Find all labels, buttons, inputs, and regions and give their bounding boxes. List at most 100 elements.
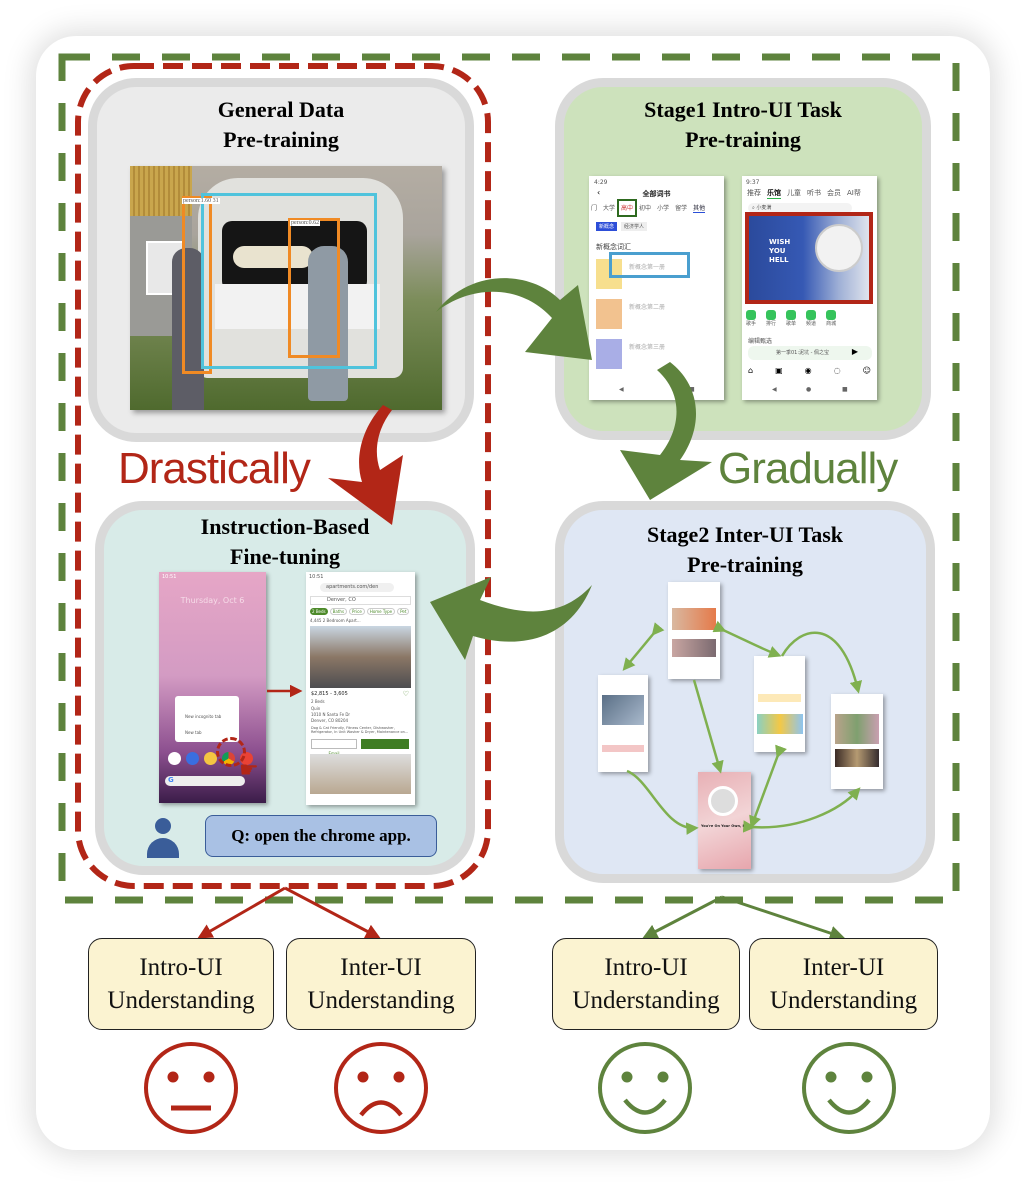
icon-item[interactable]: 商城: [826, 310, 836, 327]
label-drastically: Drastically: [118, 444, 311, 493]
edge: [622, 622, 665, 671]
favorite-heart-icon[interactable]: ♡: [402, 690, 409, 698]
tab[interactable]: 小学: [657, 205, 670, 212]
screen-node-top: [668, 582, 720, 679]
outcome-line-2: Understanding: [769, 987, 918, 1014]
icon-item[interactable]: 频道: [806, 310, 816, 327]
bbox-label-1: person:1.60 31: [182, 198, 220, 204]
book-cover-3: [596, 339, 622, 369]
listing-photo-2: [310, 754, 411, 794]
outcome-line-2: Understanding: [107, 987, 255, 1014]
filter-chip[interactable]: Home Type: [366, 608, 396, 615]
url-bar[interactable]: apartments.com/den: [320, 583, 394, 592]
title-line-2: Fine-tuning: [229, 544, 341, 569]
radio-icon[interactable]: ◉: [804, 366, 812, 375]
email-button[interactable]: Email: [311, 739, 357, 756]
filter-chips: 2 Beds Baths Price Home Type Pet: [310, 608, 410, 615]
tab[interactable]: AI帮: [847, 189, 861, 197]
google-search-bar[interactable]: G: [165, 776, 245, 786]
track-title: You're On Your Own, K: [701, 824, 746, 828]
status-time: 10:51: [162, 574, 177, 580]
banner-text: WISH YOU HELL: [769, 238, 791, 264]
messages-icon[interactable]: [186, 752, 199, 765]
edge: [692, 679, 724, 774]
music-tabs: 推荐 乐馆 儿童 听书 会员 AI帮: [747, 188, 861, 199]
panel-title: Stage2 Inter-UI Task Pre-training: [564, 520, 926, 580]
tab[interactable]: 儿童: [787, 189, 801, 197]
nav-back-icon[interactable]: ◀: [772, 386, 777, 393]
chip[interactable]: 经济学人: [621, 222, 648, 231]
phone-home-screen: 10:51 Thursday, Oct 6 New incognito tab …: [159, 572, 266, 803]
book-title[interactable]: 新概念第一册: [629, 264, 666, 271]
home-icon[interactable]: ⌂: [748, 366, 754, 375]
chat-icon[interactable]: ◌: [833, 366, 841, 375]
results-count: 4,445 2 Bedroom Apart...: [310, 618, 361, 623]
happy-face-icon: [802, 1042, 896, 1134]
chip-active[interactable]: 新概念: [596, 222, 618, 231]
filter-chip-active[interactable]: 2 Beds: [310, 608, 328, 615]
outcome-line-2: Understanding: [572, 987, 720, 1014]
category-tabs: 门 大学 高中 初中 小学 留学 其他: [591, 199, 706, 217]
play-icon[interactable]: ▶: [851, 347, 858, 356]
search-bar[interactable]: ⌕ 小麦满: [748, 203, 852, 213]
photos-icon[interactable]: [204, 752, 217, 765]
menu-item-incognito[interactable]: New incognito tab: [185, 714, 222, 719]
nav-home-icon[interactable]: ●: [806, 386, 812, 393]
tab[interactable]: 留学: [675, 205, 688, 212]
title-line-1: Instruction-Based: [200, 514, 370, 539]
highlight-box-blue: [609, 252, 690, 278]
tab[interactable]: 大学: [603, 205, 616, 212]
title-line-1: Stage2 Inter-UI Task: [647, 522, 843, 547]
tap-target-circle: [216, 737, 246, 767]
panel-title: General Data Pre-training: [97, 95, 465, 155]
arrow-to-inter-gradual: [721, 895, 845, 941]
tab-highlighted[interactable]: 高中: [617, 199, 638, 217]
phone-browser: 10:51 apartments.com/den Denver, CO 2 Be…: [306, 572, 415, 805]
outcome-drastic-intro-ui: Intro-UI Understanding: [88, 938, 274, 1030]
menu-item-new-tab[interactable]: New tab: [185, 730, 202, 735]
back-icon[interactable]: ‹: [597, 188, 601, 197]
tab[interactable]: 门: [591, 205, 598, 212]
tab-active[interactable]: 乐馆: [767, 189, 781, 199]
maps-icon[interactable]: [168, 752, 181, 765]
filter-chip[interactable]: Price: [349, 608, 365, 615]
filter-chip[interactable]: Baths: [329, 608, 348, 615]
book-title[interactable]: 新概念第二册: [629, 304, 666, 311]
edge: [626, 769, 699, 835]
lock-date: Thursday, Oct 6: [180, 596, 245, 605]
screen-header: 全部词书: [642, 190, 671, 198]
icon-item[interactable]: 排行: [766, 310, 776, 327]
profile-icon[interactable]: ☺: [862, 366, 871, 375]
tab[interactable]: 听书: [807, 189, 821, 197]
video-icon[interactable]: ▣: [775, 366, 783, 375]
panel-title: Instruction-Based Fine-tuning: [104, 512, 466, 572]
now-playing-bar[interactable]: 第一季01:泥坑 - 佩之宝 ▶: [748, 346, 872, 360]
banner-highlighted[interactable]: WISH YOU HELL: [745, 212, 873, 304]
screen-node-player: You're On Your Own, K: [698, 772, 751, 869]
arrow-to-inter-drastic: [284, 886, 381, 939]
title-line-1: Stage1 Intro-UI Task: [644, 97, 842, 122]
location-search[interactable]: Denver, CO: [310, 596, 411, 605]
listing-city: Denver, CO 80204: [311, 718, 349, 723]
arrow-general-to-stage1: [436, 278, 592, 360]
tab[interactable]: 推荐: [747, 189, 761, 197]
tab[interactable]: 会员: [827, 189, 841, 197]
sad-face-icon: [334, 1042, 428, 1134]
title-line-2: Pre-training: [223, 127, 339, 152]
inter-ui-transition-edges: [622, 620, 863, 835]
nav-recents-icon[interactable]: ■: [842, 386, 848, 393]
icon-item[interactable]: 歌手: [746, 310, 756, 327]
tab[interactable]: 初中: [639, 205, 652, 212]
book-title[interactable]: 新概念第三册: [629, 344, 666, 351]
label-gradually: Gradually: [718, 444, 898, 493]
nav-back-icon[interactable]: ◀: [619, 386, 624, 393]
box: [215, 284, 380, 329]
icon-item[interactable]: 歌单: [786, 310, 796, 327]
album-art: [708, 786, 738, 816]
tab[interactable]: 其他: [693, 205, 706, 213]
nav-recents-icon[interactable]: ■: [689, 386, 695, 393]
call-button[interactable]: Call: [361, 739, 409, 755]
filter-chip[interactable]: Pet: [397, 608, 410, 615]
outcome-line-2: Understanding: [307, 987, 455, 1014]
